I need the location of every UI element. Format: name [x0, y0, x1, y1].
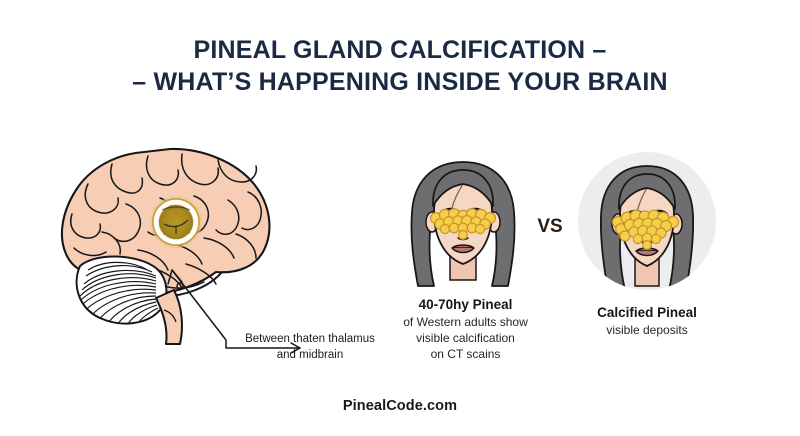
- annotation-line-2: and midbrain: [276, 349, 344, 361]
- lip-line-right: [635, 249, 659, 252]
- caption-left-line-3: on CT scains: [430, 347, 501, 361]
- caption-right-head: Calcified Pineal: [597, 305, 697, 320]
- caption-calcified-pineal: Calcified Pineal visible deposits: [563, 304, 731, 338]
- caption-left-line-2: visible calcification: [416, 331, 515, 345]
- face-left-svg: [410, 161, 516, 287]
- face-right-svg: [599, 165, 695, 290]
- footer-site-name: PinealCode.com: [342, 398, 458, 414]
- brain-svg: [60, 147, 271, 345]
- face-calcified-pineal: [578, 152, 716, 290]
- caption-left-line-1: of Western adults show: [403, 315, 528, 329]
- arrow-head-brain: [167, 269, 183, 285]
- brainstem-shape: [155, 289, 183, 345]
- vs-divider-label: VS: [537, 216, 563, 237]
- pineal-gland-marker: [150, 196, 202, 248]
- lip-line-left: [451, 246, 475, 249]
- arrow-line: [171, 269, 301, 349]
- lips-left: [451, 244, 475, 254]
- brain-illustration: [52, 138, 292, 348]
- brainstem-nodule: [176, 282, 184, 290]
- pineal-deposit-cluster-right: [611, 209, 680, 250]
- cerebellum-striations: [78, 261, 159, 324]
- hair-part-left: [451, 183, 464, 209]
- title-line-1: PINEAL GLAND CALCIFICATION –: [193, 36, 607, 64]
- arrow-svg: [167, 269, 301, 354]
- pineal-pointer-arrow: [160, 262, 410, 362]
- title-line-2: – WHAT’S HAPPENING INSIDE YOUR BRAIN: [132, 68, 668, 96]
- face-normal-pineal: [388, 160, 538, 292]
- annotation-line-1: Between thaten thalamus: [245, 333, 375, 345]
- caption-left-head: 40-70hy Pineal: [418, 297, 513, 312]
- brainstem-line: [163, 309, 177, 323]
- arrow-head-text: [290, 342, 301, 354]
- page-title: PINEAL GLAND CALCIFICATION – – WHAT’S HA…: [0, 34, 800, 98]
- pineal-deposit-cluster-left: [429, 207, 496, 240]
- caption-normal-pineal: 40-70hy Pineal of Western adults show vi…: [368, 296, 563, 362]
- cerebellum-shape: [75, 255, 168, 325]
- brain-annotation-text: Between thaten thalamus and midbrain: [220, 331, 400, 363]
- caption-right-line-1: visible deposits: [606, 323, 688, 337]
